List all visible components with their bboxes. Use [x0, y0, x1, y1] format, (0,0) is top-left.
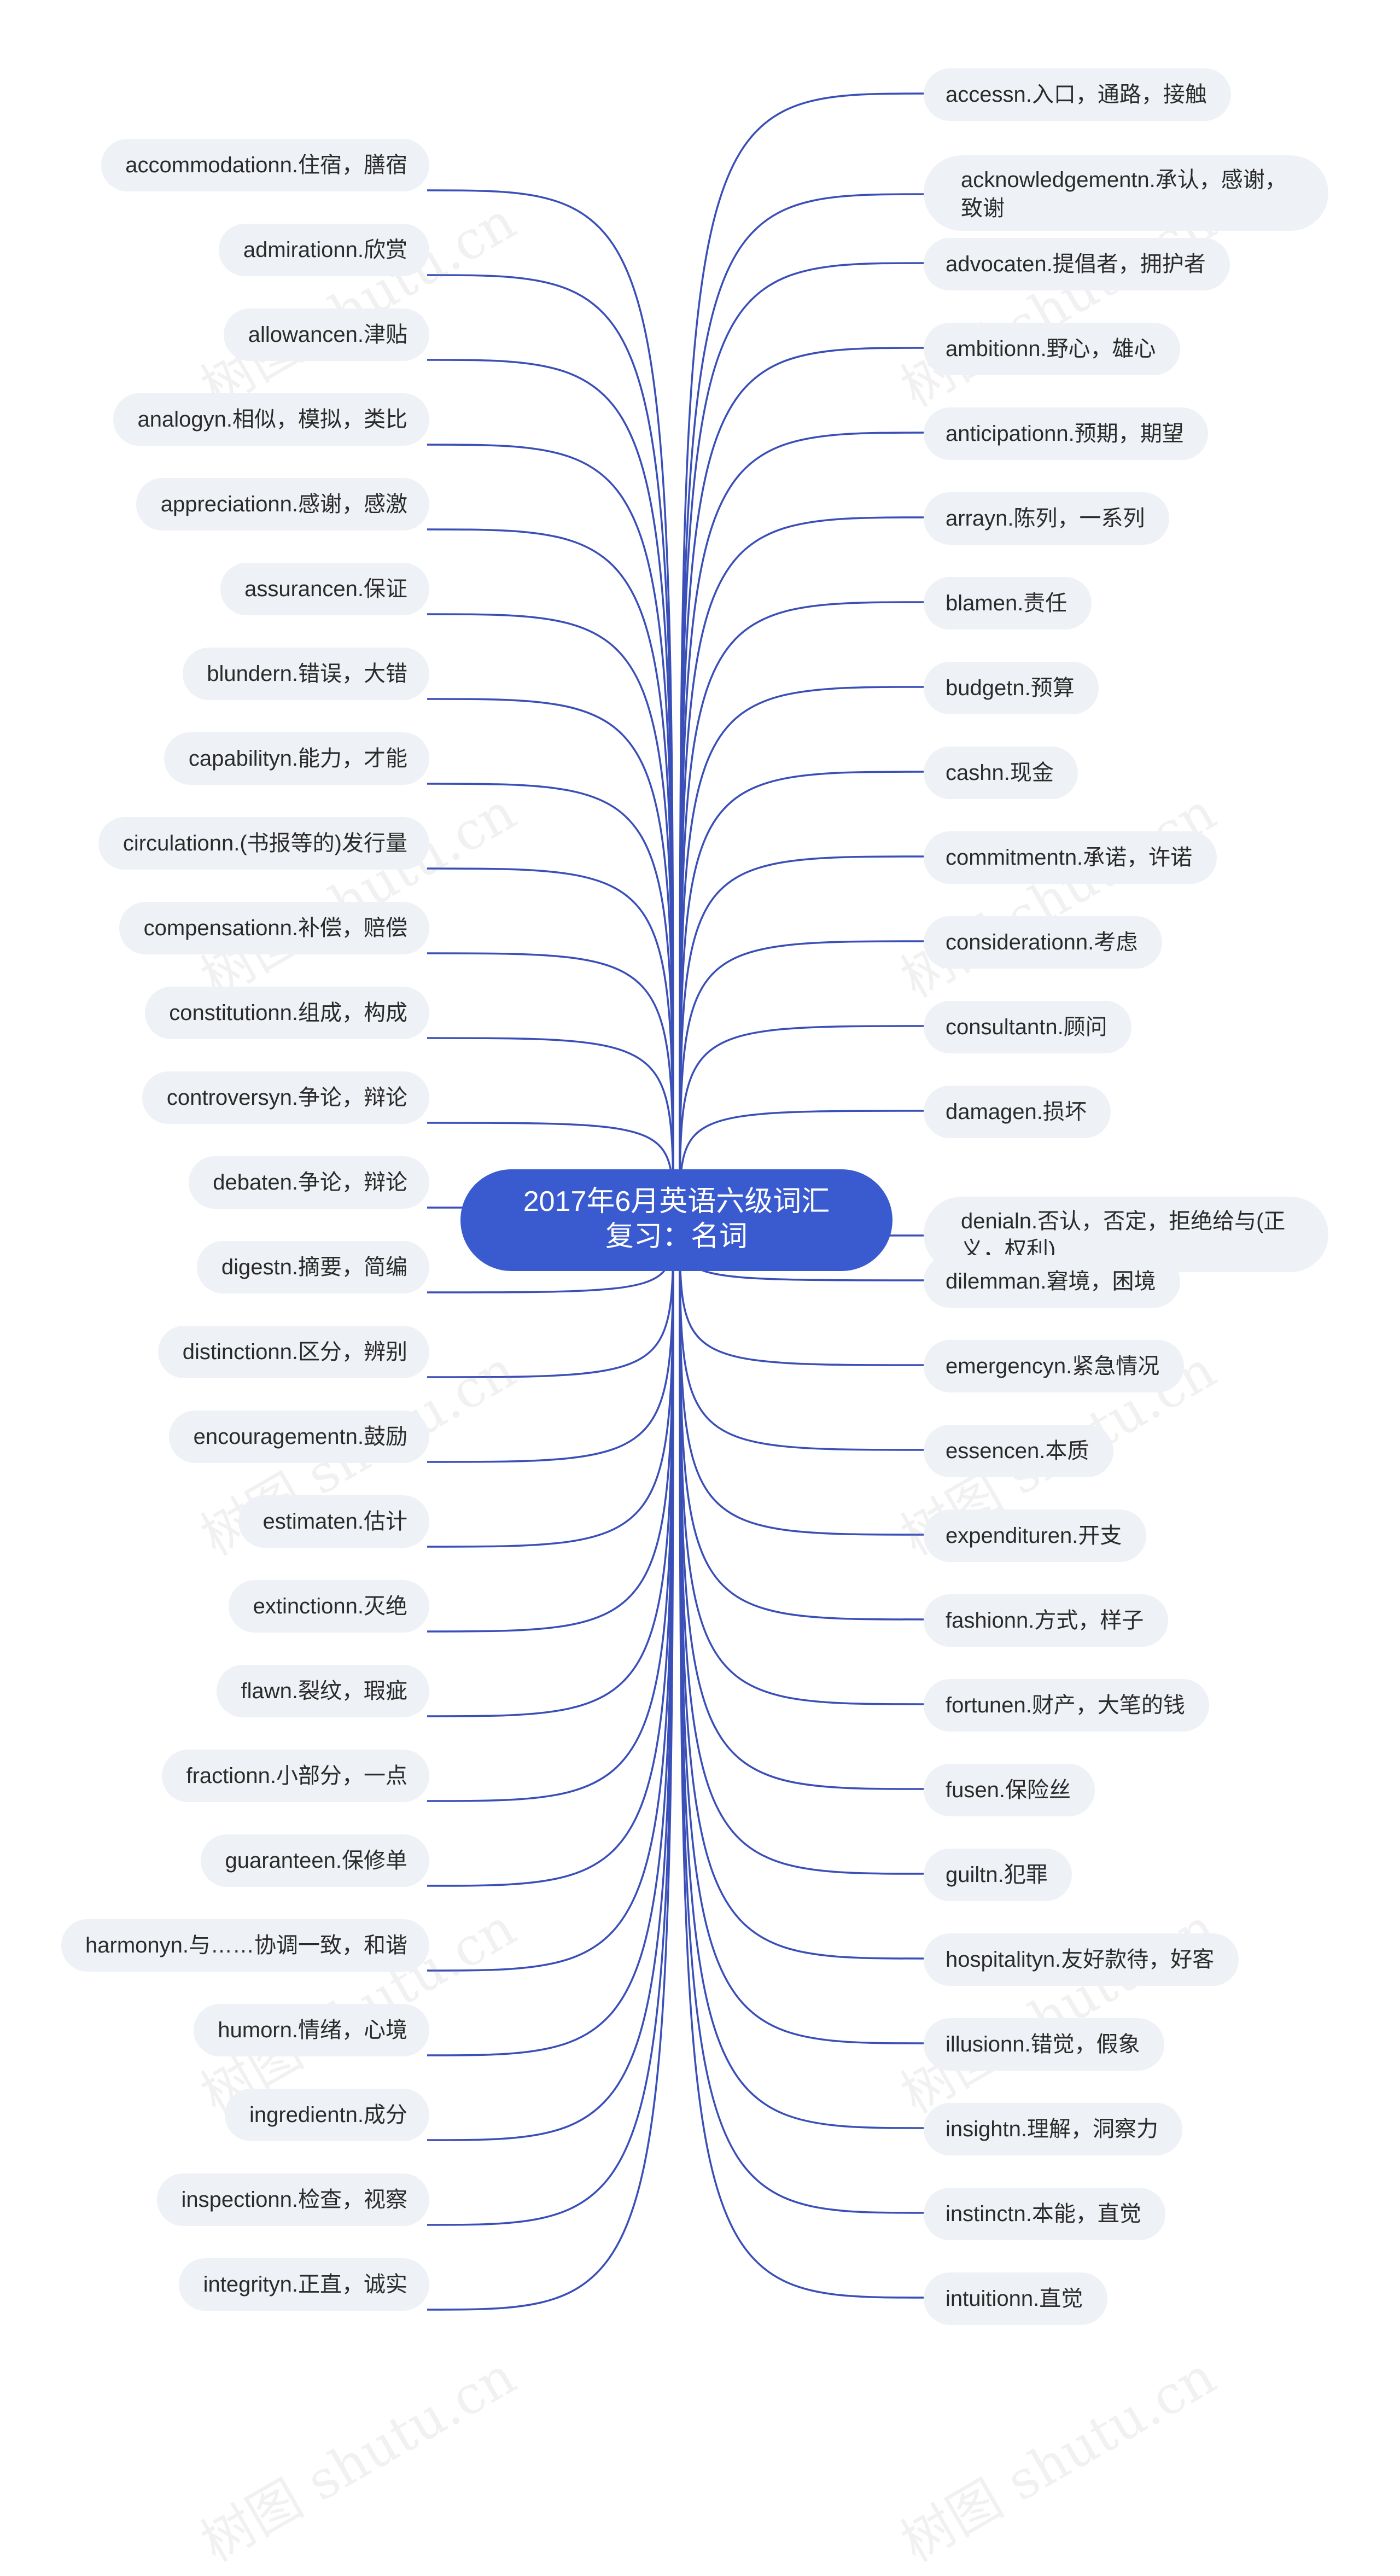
- topic-node[interactable]: expendituren.开支: [924, 1510, 1146, 1562]
- branch-line: [679, 347, 926, 1221]
- branch-line: [679, 771, 926, 1221]
- root-title-line2: 复习：名词: [605, 1221, 748, 1252]
- branch-line: [679, 432, 926, 1221]
- topic-node[interactable]: constitutionn.组成，构成: [145, 987, 429, 1039]
- branch-line: [427, 1220, 674, 1802]
- branch-line: [679, 1220, 926, 2299]
- topic-node[interactable]: considerationn.考虑: [924, 916, 1162, 969]
- branch-line: [427, 1220, 674, 1887]
- topic-node[interactable]: assurancen.保证: [220, 563, 429, 615]
- branch-line: [427, 528, 674, 1221]
- topic-node[interactable]: admirationn.欣赏: [219, 224, 429, 276]
- topic-node[interactable]: circulationn.(书报等的)发行量: [98, 817, 429, 870]
- branch-line: [427, 698, 674, 1221]
- topic-node[interactable]: illusionn.错觉，假象: [924, 2018, 1164, 2071]
- branch-line: [427, 1220, 674, 2226]
- topic-node[interactable]: blundern.错误，大错: [183, 648, 429, 700]
- topic-node[interactable]: distinctionn.区分，辨别: [158, 1326, 429, 1378]
- topic-node[interactable]: ingredientn.成分: [225, 2089, 429, 2141]
- topic-node[interactable]: dilemman.窘境，困境: [924, 1255, 1180, 1308]
- topic-node[interactable]: extinctionn.灭绝: [229, 1580, 429, 1633]
- topic-node[interactable]: appreciationn.感谢，感激: [136, 478, 429, 531]
- topic-node[interactable]: fractionn.小部分，一点: [162, 1750, 429, 1802]
- branch-line: [427, 867, 674, 1221]
- branch-line: [427, 1037, 674, 1221]
- branch-line: [427, 1220, 674, 2141]
- branch-line: [427, 952, 674, 1221]
- topic-node[interactable]: flawn.裂纹，瑕疵: [217, 1665, 429, 1717]
- topic-node[interactable]: guaranteen.保修单: [201, 1834, 429, 1887]
- branch-line: [427, 189, 674, 1221]
- topic-node[interactable]: fashionn.方式，样子: [924, 1594, 1168, 1647]
- topic-node[interactable]: cashn.现金: [924, 747, 1078, 799]
- topic-node[interactable]: accessn.入口，通路，接触: [924, 68, 1231, 121]
- branch-line: [679, 1220, 926, 1705]
- topic-node[interactable]: advocaten.提倡者，拥护者: [924, 238, 1230, 290]
- root-topic-node[interactable]: 2017年6月英语六级词汇 复习：名词: [460, 1169, 892, 1271]
- topic-node[interactable]: acknowledgementn.承认，感谢，致谢: [924, 155, 1328, 231]
- branch-line: [679, 1025, 926, 1221]
- topic-node[interactable]: encouragementn.鼓励: [169, 1411, 429, 1463]
- branch-line: [427, 1220, 674, 1717]
- topic-node[interactable]: humorn.情绪，心境: [194, 2004, 429, 2056]
- topic-node[interactable]: allowancen.津贴: [224, 308, 429, 361]
- topic-node[interactable]: guiltn.犯罪: [924, 1849, 1072, 1901]
- topic-node[interactable]: compensationn.补偿，赔偿: [119, 902, 429, 954]
- branch-line: [679, 1220, 926, 2044]
- topic-node[interactable]: commitmentn.承诺，许诺: [924, 831, 1217, 884]
- topic-node[interactable]: digestn.摘要，简编: [197, 1241, 429, 1293]
- topic-node[interactable]: integrityn.正直，诚实: [179, 2258, 429, 2311]
- topic-node[interactable]: arrayn.陈列，一系列: [924, 492, 1169, 545]
- topic-node[interactable]: estimaten.估计: [238, 1495, 429, 1548]
- topic-node[interactable]: capabilityn.能力，才能: [164, 732, 429, 785]
- branch-line: [427, 1220, 674, 2056]
- topic-node[interactable]: essencen.本质: [924, 1425, 1113, 1477]
- branch-line: [427, 1220, 674, 2311]
- branch-line: [679, 1220, 926, 2129]
- topic-node[interactable]: fusen.保险丝: [924, 1764, 1095, 1816]
- topic-node[interactable]: budgetn.预算: [924, 662, 1099, 714]
- branch-line: [679, 601, 926, 1221]
- branch-line: [679, 516, 926, 1221]
- topic-node[interactable]: controversyn.争论，辩论: [142, 1071, 429, 1124]
- topic-node[interactable]: consultantn.顾问: [924, 1001, 1131, 1053]
- topic-node[interactable]: damagen.损坏: [924, 1086, 1111, 1138]
- topic-node[interactable]: harmonyn.与……协调一致，和谐: [61, 1919, 429, 1972]
- branch-line: [427, 1220, 674, 1633]
- root-title-line1: 2017年6月英语六级词汇: [523, 1186, 830, 1217]
- topic-node[interactable]: blamen.责任: [924, 577, 1092, 630]
- branch-line: [427, 613, 674, 1221]
- branch-line: [679, 1220, 926, 2214]
- topic-node[interactable]: instinctn.本能，直觉: [924, 2188, 1165, 2240]
- topic-node[interactable]: inspectionn.检查，视察: [157, 2173, 429, 2226]
- branch-line: [679, 855, 926, 1221]
- topic-node[interactable]: ambitionn.野心，雄心: [924, 323, 1180, 375]
- topic-node[interactable]: emergencyn.紧急情况: [924, 1340, 1184, 1392]
- topic-node[interactable]: anticipationn.预期，期望: [924, 407, 1208, 460]
- topic-node[interactable]: analogyn.相似，模拟，类比: [113, 393, 429, 446]
- topic-node[interactable]: hospitalityn.友好款待，好客: [924, 1933, 1239, 1986]
- topic-node[interactable]: accommodationn.住宿，膳宿: [101, 139, 429, 191]
- branch-line: [427, 359, 674, 1221]
- branch-line: [679, 1220, 926, 1875]
- branch-line: [427, 274, 674, 1221]
- branch-line: [427, 1220, 674, 1972]
- branch-line: [679, 1220, 926, 1960]
- topic-node[interactable]: intuitionn.直觉: [924, 2272, 1107, 2325]
- topic-node[interactable]: fortunen.财产，大笔的钱: [924, 1679, 1209, 1732]
- topic-node[interactable]: debaten.争论，辩论: [189, 1156, 429, 1209]
- branch-line: [427, 783, 674, 1221]
- branch-line: [679, 686, 926, 1221]
- branch-line: [427, 444, 674, 1221]
- topic-node[interactable]: insightn.理解，洞察力: [924, 2103, 1182, 2155]
- branch-line: [679, 940, 926, 1221]
